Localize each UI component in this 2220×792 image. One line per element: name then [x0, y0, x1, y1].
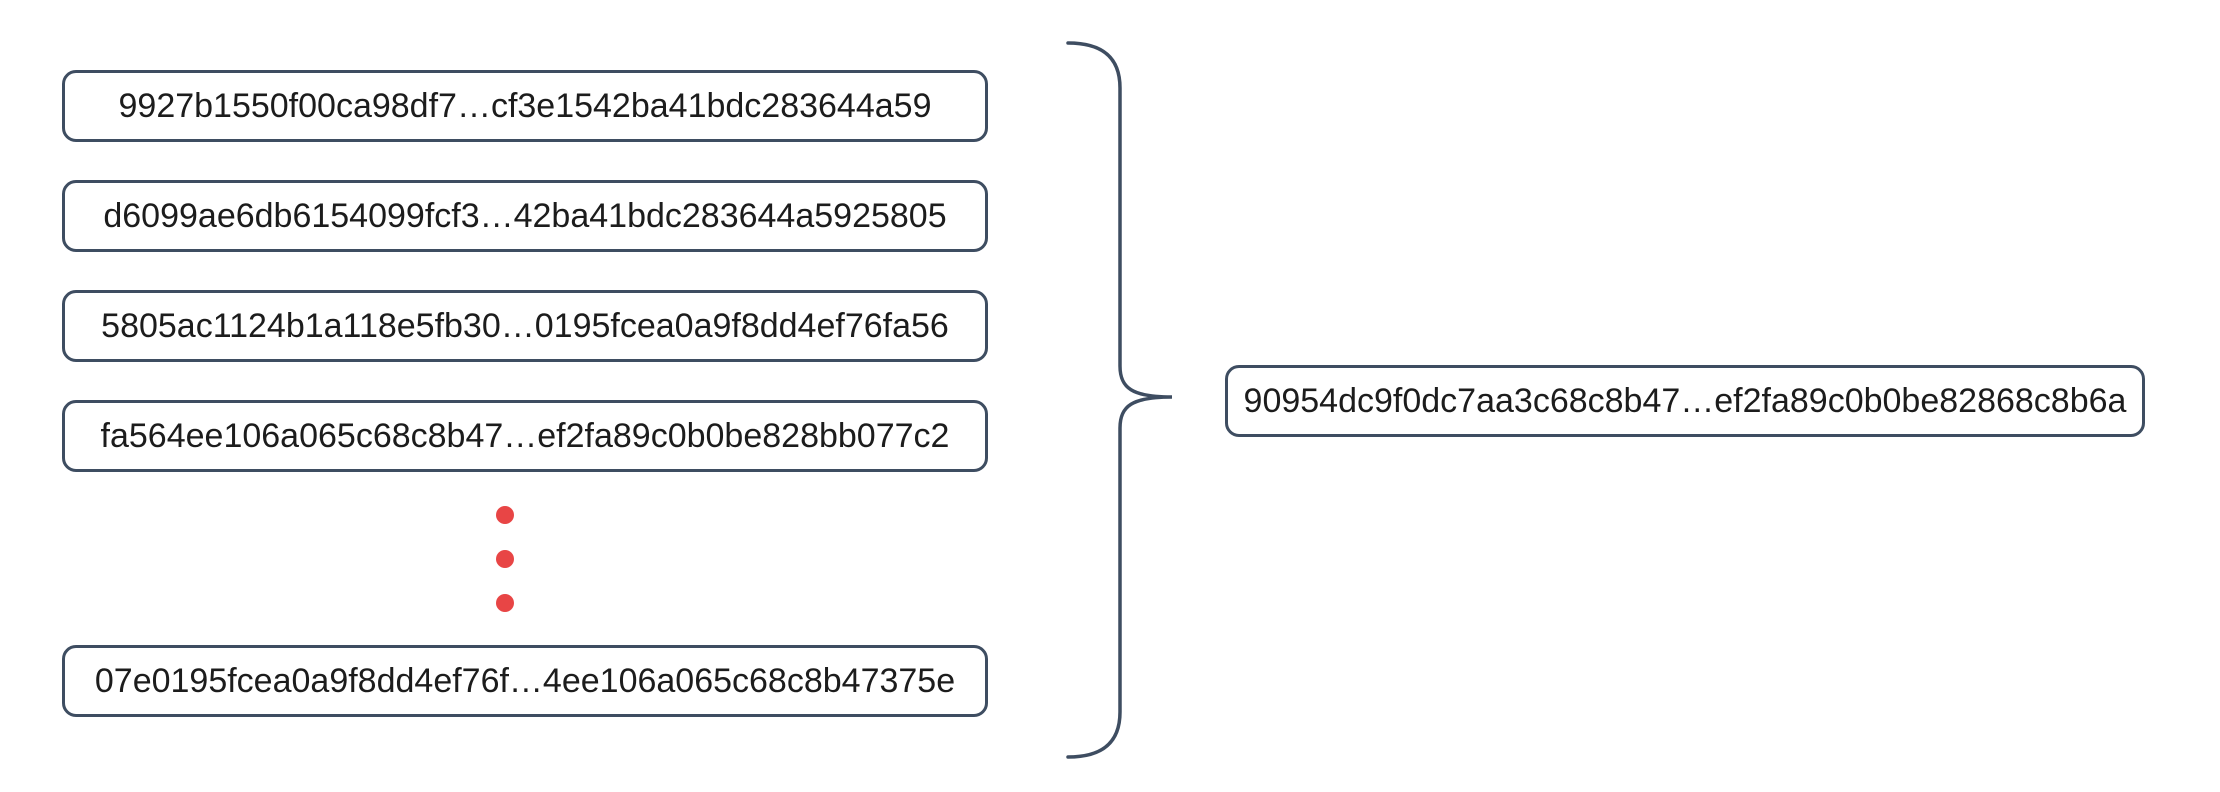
input-hash-box-5: 07e0195fcea0a9f8dd4ef76f…4ee106a065c68c8…: [62, 645, 988, 717]
input-hash-box-2: d6099ae6db6154099fcf3…42ba41bdc283644a59…: [62, 180, 988, 252]
input-hash-text-1: 9927b1550f00ca98df7…cf3e1542ba41bdc28364…: [118, 86, 932, 125]
output-hash-text: 90954dc9f0dc7aa3c68c8b47…ef2fa89c0b0be82…: [1243, 381, 2127, 420]
ellipsis-dot: [496, 506, 514, 524]
ellipsis-dot: [496, 594, 514, 612]
ellipsis-dot: [496, 550, 514, 568]
input-hash-box-3: 5805ac1124b1a118e5fb30…0195fcea0a9f8dd4e…: [62, 290, 988, 362]
curly-brace-icon: [1066, 41, 1173, 759]
vertical-ellipsis-icon: [496, 506, 514, 612]
input-hash-text-2: d6099ae6db6154099fcf3…42ba41bdc283644a59…: [103, 196, 947, 235]
input-hash-text-4: fa564ee106a065c68c8b47…ef2fa89c0b0be828b…: [100, 416, 950, 455]
input-hash-box-4: fa564ee106a065c68c8b47…ef2fa89c0b0be828b…: [62, 400, 988, 472]
input-hash-box-1: 9927b1550f00ca98df7…cf3e1542ba41bdc28364…: [62, 70, 988, 142]
output-hash-box: 90954dc9f0dc7aa3c68c8b47…ef2fa89c0b0be82…: [1225, 365, 2145, 437]
input-hash-text-3: 5805ac1124b1a118e5fb30…0195fcea0a9f8dd4e…: [101, 306, 949, 345]
input-hash-text-5: 07e0195fcea0a9f8dd4ef76f…4ee106a065c68c8…: [94, 661, 956, 700]
